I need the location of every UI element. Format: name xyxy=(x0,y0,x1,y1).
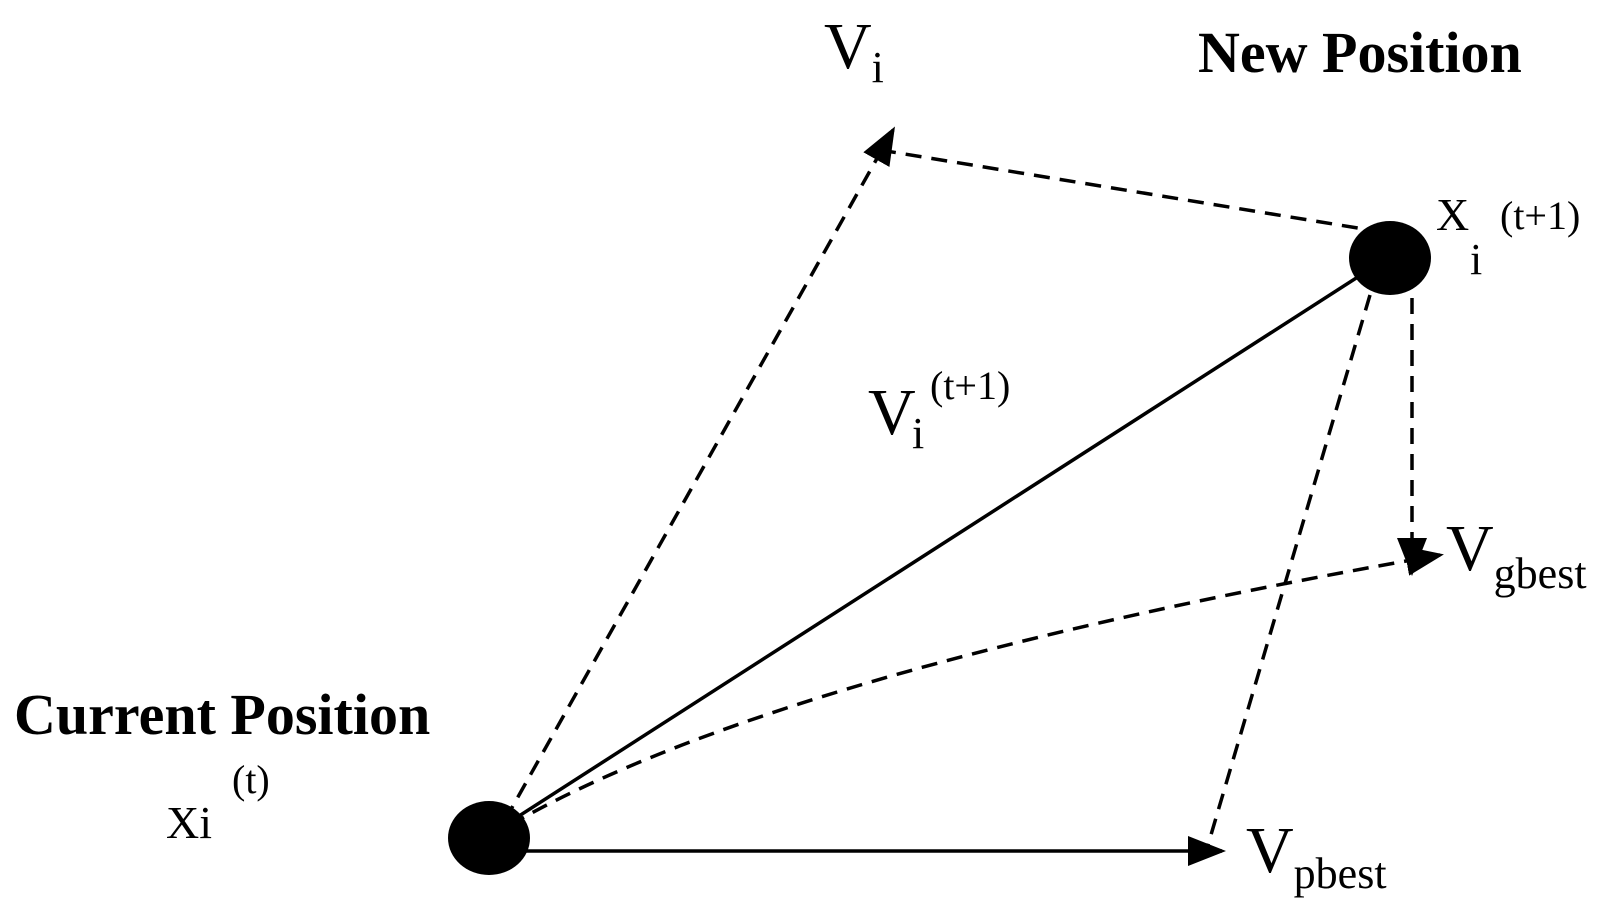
v-new-sup: (t+1) xyxy=(930,363,1011,408)
x-new-sub: i xyxy=(1470,235,1483,284)
v-pbest-main: V xyxy=(1246,814,1294,887)
vi-to-new-position-dashed-line xyxy=(879,148,1383,234)
current-position-label: Current Position xyxy=(14,682,431,747)
v-pbest-sub: pbest xyxy=(1293,849,1387,898)
v-gbest-sub: gbest xyxy=(1493,549,1587,598)
new-position-label: New Position xyxy=(1198,20,1522,85)
v-i-main: V xyxy=(824,10,872,83)
resultant-velocity-line xyxy=(504,253,1393,827)
x-new-label: X xyxy=(1436,192,1469,238)
v-new-label: V xyxy=(868,380,916,446)
v-new-main: V xyxy=(868,376,916,449)
current-position-dot xyxy=(448,801,530,875)
x-cur-sup: (t) xyxy=(232,757,270,802)
v-new-sub: i xyxy=(912,409,925,458)
new-position-to-pbest-dashed-line xyxy=(1206,294,1372,846)
v-i-label: Vi xyxy=(824,14,884,90)
v-pbest-label: Vpbest xyxy=(1246,818,1387,896)
velocity-vi-dashed-arrow xyxy=(503,126,895,821)
x-new-sup: (t+1) xyxy=(1500,193,1581,238)
v-i-sub: i xyxy=(871,43,884,92)
gbest-dashed-arrow xyxy=(509,546,1444,827)
new-position-dot xyxy=(1349,221,1431,295)
x-cur-main: Xi xyxy=(166,797,212,848)
x-new-main: X xyxy=(1436,189,1470,240)
v-gbest-main: V xyxy=(1446,512,1494,585)
v-gbest-label: Vgbest xyxy=(1446,516,1587,596)
